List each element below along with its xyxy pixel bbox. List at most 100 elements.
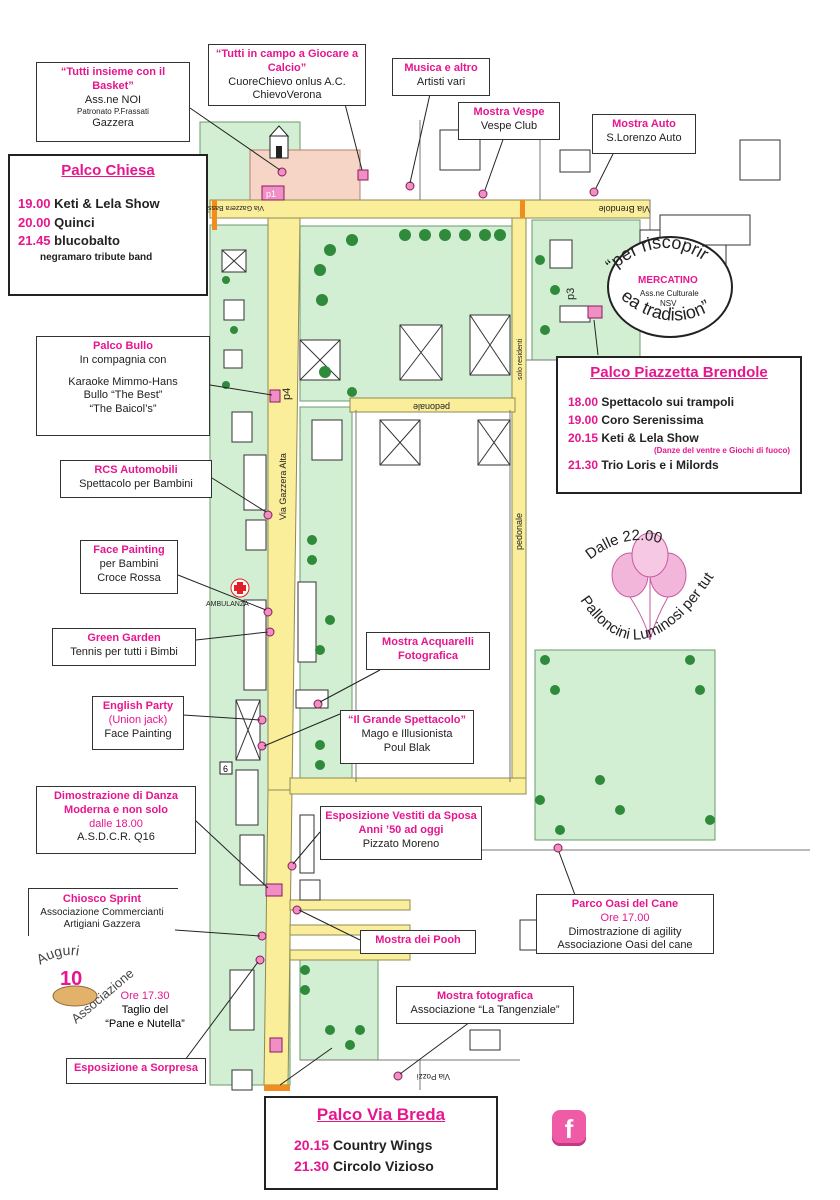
stage-breda-item: 20.15 Country Wings xyxy=(294,1137,433,1154)
stage-marker-bullo xyxy=(269,389,281,403)
roads xyxy=(209,199,651,1086)
callout-sposa-title: Esposizione Vestiti da Sposa Anni ’50 ad… xyxy=(325,810,477,836)
trees xyxy=(222,229,715,1050)
callout-face-title: Face Painting xyxy=(93,544,165,556)
number-badge xyxy=(219,761,233,775)
road-label-pedonale-v: pedonale xyxy=(514,513,524,550)
event-markers xyxy=(255,167,599,1081)
callout-garden-line1: Tennis per tutti i Bimbi xyxy=(70,645,178,658)
stage-brendole-item: 20.15 Keti & Lela Show xyxy=(568,430,699,445)
callout-vespe: Mostra Vespe Vespe Club xyxy=(458,102,560,140)
callout-oasi-line1: Dimostrazione di agility xyxy=(568,925,682,938)
stage-breda-item: 21.30 Circolo Vizioso xyxy=(294,1158,434,1175)
callout-oasi-line2: Associazione Oasi del cane xyxy=(557,939,693,952)
callout-spettacolo-title: “Il Grande Spettacolo” xyxy=(348,714,466,726)
callout-fotografica-line1: Associazione “La Tangenziale” xyxy=(410,1003,560,1016)
callout-face-painting: Face Painting per Bambini Croce Rossa xyxy=(80,540,178,594)
stage-brendole-title: Palco Piazzetta Brendole xyxy=(590,364,768,381)
callout-bullo-line2: Karaoke Mimmo-Hans xyxy=(68,375,178,388)
callout-chiosco-line1: Associazione Commercianti xyxy=(40,906,164,918)
callout-danza: Dimostrazione di Danza Moderna e non sol… xyxy=(36,786,196,854)
mercatino-line2: NSV xyxy=(660,299,677,308)
callout-bullo-line3: Bullo “The Best” xyxy=(83,389,163,402)
callout-musica: Musica e altro Artisti vari xyxy=(392,58,490,96)
stage-breda: Palco Via Breda 20.15 Country Wings 21.3… xyxy=(264,1096,498,1190)
callout-spettacolo-line2: Poul Blak xyxy=(383,741,431,754)
callout-rcs-title: RCS Automobili xyxy=(94,464,178,476)
callout-sposa-line1: Pizzato Moreno xyxy=(362,837,440,850)
callout-lines xyxy=(174,93,616,1086)
auguri-word1: Auguri xyxy=(33,942,80,968)
facebook-icon-glyph: f xyxy=(564,1114,574,1144)
road-label-solo-residenti: solo residenti xyxy=(517,338,524,380)
callout-bullo: Palco Bullo In compagnia con Karaoke Mim… xyxy=(36,336,210,436)
stage-brendole-note: (Danze del ventre e Giochi di fuoco) xyxy=(653,445,790,455)
facebook-icon[interactable]: f xyxy=(552,1110,586,1146)
callout-calcio: “Tutti in campo a Giocare a Calcio” Cuor… xyxy=(208,44,366,106)
stage-chiesa-item: 20.00 Quinci xyxy=(18,214,95,230)
barrier-breda xyxy=(264,1085,290,1091)
callout-pooh-title: Mostra dei Pooh xyxy=(375,934,461,946)
callout-calcio-line1: CuoreChievo onlus A.C. xyxy=(228,75,346,88)
stage-marker-danza xyxy=(265,883,283,897)
callout-auto-title: Mostra Auto xyxy=(612,118,676,130)
stage-chiesa-note: negramaro tribute band xyxy=(40,252,153,264)
chiosco-frame xyxy=(28,888,178,936)
auguri-line1: Taglio del xyxy=(121,1003,169,1016)
roof-lines xyxy=(221,249,511,761)
callout-vespe-title: Mostra Vespe xyxy=(473,106,545,118)
callout-vespe-line1: Vespe Club xyxy=(480,119,538,132)
barrier-brendole xyxy=(520,200,525,218)
buildings xyxy=(221,129,781,1091)
road-label-gazzera-bassa: Via Gazzera Bassa xyxy=(204,204,264,211)
callout-danza-time: dalle 18.00 xyxy=(89,817,143,830)
barrier-chiesa xyxy=(212,200,217,230)
stage-marker-p3 xyxy=(587,305,603,319)
callout-auto: Mostra Auto S.Lorenzo Auto xyxy=(592,114,696,154)
stage-chiesa-item: 19.00 Keti & Lela Show xyxy=(18,195,160,211)
callout-face-line2: Croce Rossa xyxy=(97,571,161,584)
church-icon xyxy=(268,125,290,159)
callout-bullo-title: Palco Bullo xyxy=(93,340,153,352)
callout-basket-title: “Tutti insieme con il Basket” xyxy=(60,66,166,92)
callout-musica-line1: Artisti vari xyxy=(416,75,466,88)
mercatino-badge: “per riscoprir ea tradision” MERCATINO A… xyxy=(602,232,733,338)
red-cross-icon xyxy=(230,578,250,598)
stage-chiesa-item: 21.45 blucobalto xyxy=(18,233,120,249)
mercatino-line1: Ass.ne Culturale xyxy=(640,289,699,298)
mercatino-name: MERCATINO xyxy=(638,275,698,286)
callout-bullo-line4: “The Baicol’s” xyxy=(89,403,157,415)
callout-sorpresa-title: Esposizione a Sorpresa xyxy=(73,1062,199,1074)
number-badge-label: 6 xyxy=(223,764,228,774)
stage-breda-title: Palco Via Breda xyxy=(316,1105,446,1124)
stage-brendole-item: 21.30 Trio Loris e i Milords xyxy=(568,457,719,472)
callout-basket-line2: Patronato P.Frassati xyxy=(77,107,149,117)
road-label-brendole: Via Brendole xyxy=(599,204,650,214)
road-label-gazzera-alta: Via Gazzera Alta xyxy=(278,453,288,520)
callout-basket: “Tutti insieme con il Basket” Ass.ne NOI… xyxy=(36,62,190,142)
callout-english-party: English Party (Union jack) Face Painting xyxy=(92,696,184,750)
callout-english-title: English Party xyxy=(102,700,174,712)
map-label-p3: p3 xyxy=(565,288,577,300)
stage-brendole: Palco Piazzetta Brendole 18.00 Spettacol… xyxy=(556,356,802,494)
auguri-line2: “Pane e Nutella” xyxy=(105,1017,185,1030)
callout-pooh: Mostra dei Pooh xyxy=(360,930,476,954)
callout-danza-line1: A.S.D.C.R. Q16 xyxy=(77,831,155,844)
callout-acquarelli: Mostra Acquarelli Fotografica xyxy=(366,632,490,670)
callout-mostra-fotografica: Mostra fotografica Associazione “La Tang… xyxy=(396,986,574,1024)
callout-face-line1: per Bambini xyxy=(99,557,159,570)
callout-english-line1: Face Painting xyxy=(104,727,172,740)
stage-chiesa: Palco Chiesa 19.00 Keti & Lela Show 20.0… xyxy=(8,154,208,296)
stage-marker-p1-label: p1 xyxy=(266,189,276,199)
callout-bullo-line1: In compagnia con xyxy=(79,353,167,366)
callout-rcs-line1: Spettacolo per Bambini xyxy=(79,477,193,490)
callout-auto-line1: S.Lorenzo Auto xyxy=(606,131,682,144)
stage-marker-breda xyxy=(269,1037,283,1053)
callout-fotografica-title: Mostra fotografica xyxy=(437,990,533,1002)
callout-green-garden: Green Garden Tennis per tutti i Bimbi xyxy=(52,628,196,666)
road-label-pozzi: Via Pozzi xyxy=(417,1072,450,1081)
callout-oasi-title: Parco Oasi del Cane xyxy=(571,898,679,910)
auguri-number: 10 xyxy=(60,968,82,990)
callout-oasi-time: Ore 17.00 xyxy=(600,911,650,924)
callout-oasi-cane: Parco Oasi del Cane Ore 17.00 Dimostrazi… xyxy=(536,894,714,954)
